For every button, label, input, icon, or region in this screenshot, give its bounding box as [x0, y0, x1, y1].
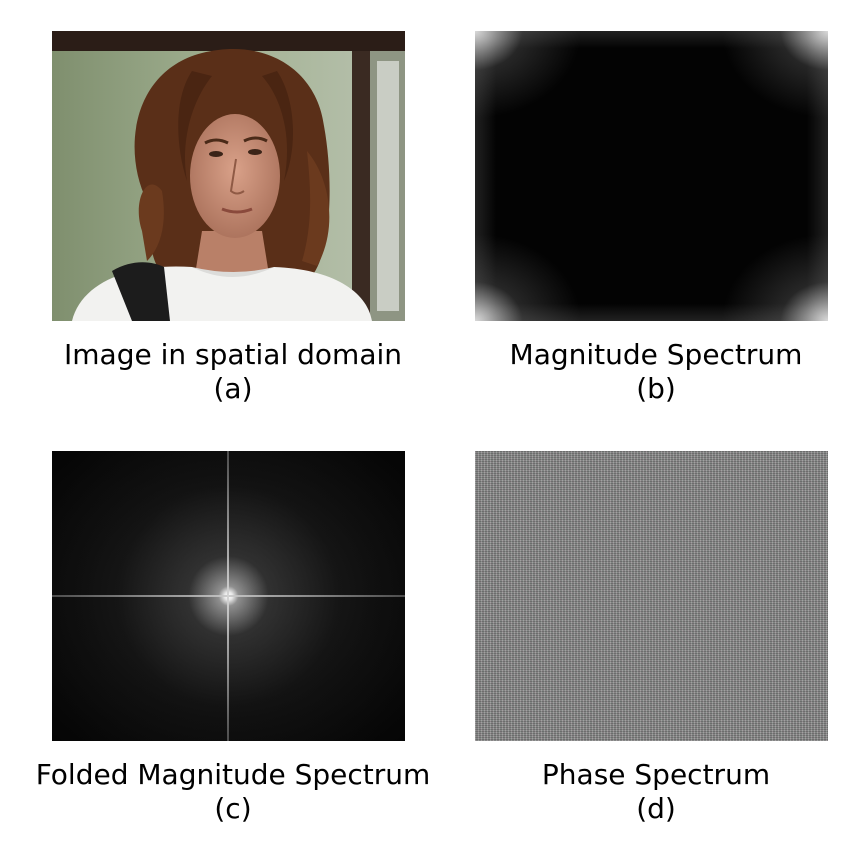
caption-b: Magnitude Spectrum (b): [426, 338, 867, 406]
magnitude-spectrum: [475, 31, 828, 321]
phase-spectrum: [475, 451, 828, 741]
phase-spectrum-image: [475, 451, 828, 741]
magnitude-spectrum-image: [475, 31, 828, 321]
caption-a-letter: (a): [213, 372, 253, 405]
caption-d-letter: (d): [636, 792, 676, 825]
caption-b-title: Magnitude Spectrum: [509, 338, 803, 371]
spatial-domain-image: [52, 31, 405, 321]
caption-a-title: Image in spatial domain: [64, 338, 402, 371]
caption-d-title: Phase Spectrum: [541, 758, 771, 791]
portrait-photo: [52, 31, 405, 321]
folded-magnitude-spectrum-image: [52, 451, 405, 741]
caption-c-letter: (c): [214, 792, 252, 825]
caption-b-letter: (b): [636, 372, 676, 405]
caption-a: Image in spatial domain (a): [3, 338, 463, 406]
vertical-frequency-axis-line: [227, 451, 229, 741]
folded-magnitude-spectrum: [52, 451, 405, 741]
caption-c: Folded Magnitude Spectrum (c): [3, 758, 463, 826]
caption-c-title: Folded Magnitude Spectrum: [35, 758, 431, 791]
caption-d: Phase Spectrum (d): [426, 758, 867, 826]
